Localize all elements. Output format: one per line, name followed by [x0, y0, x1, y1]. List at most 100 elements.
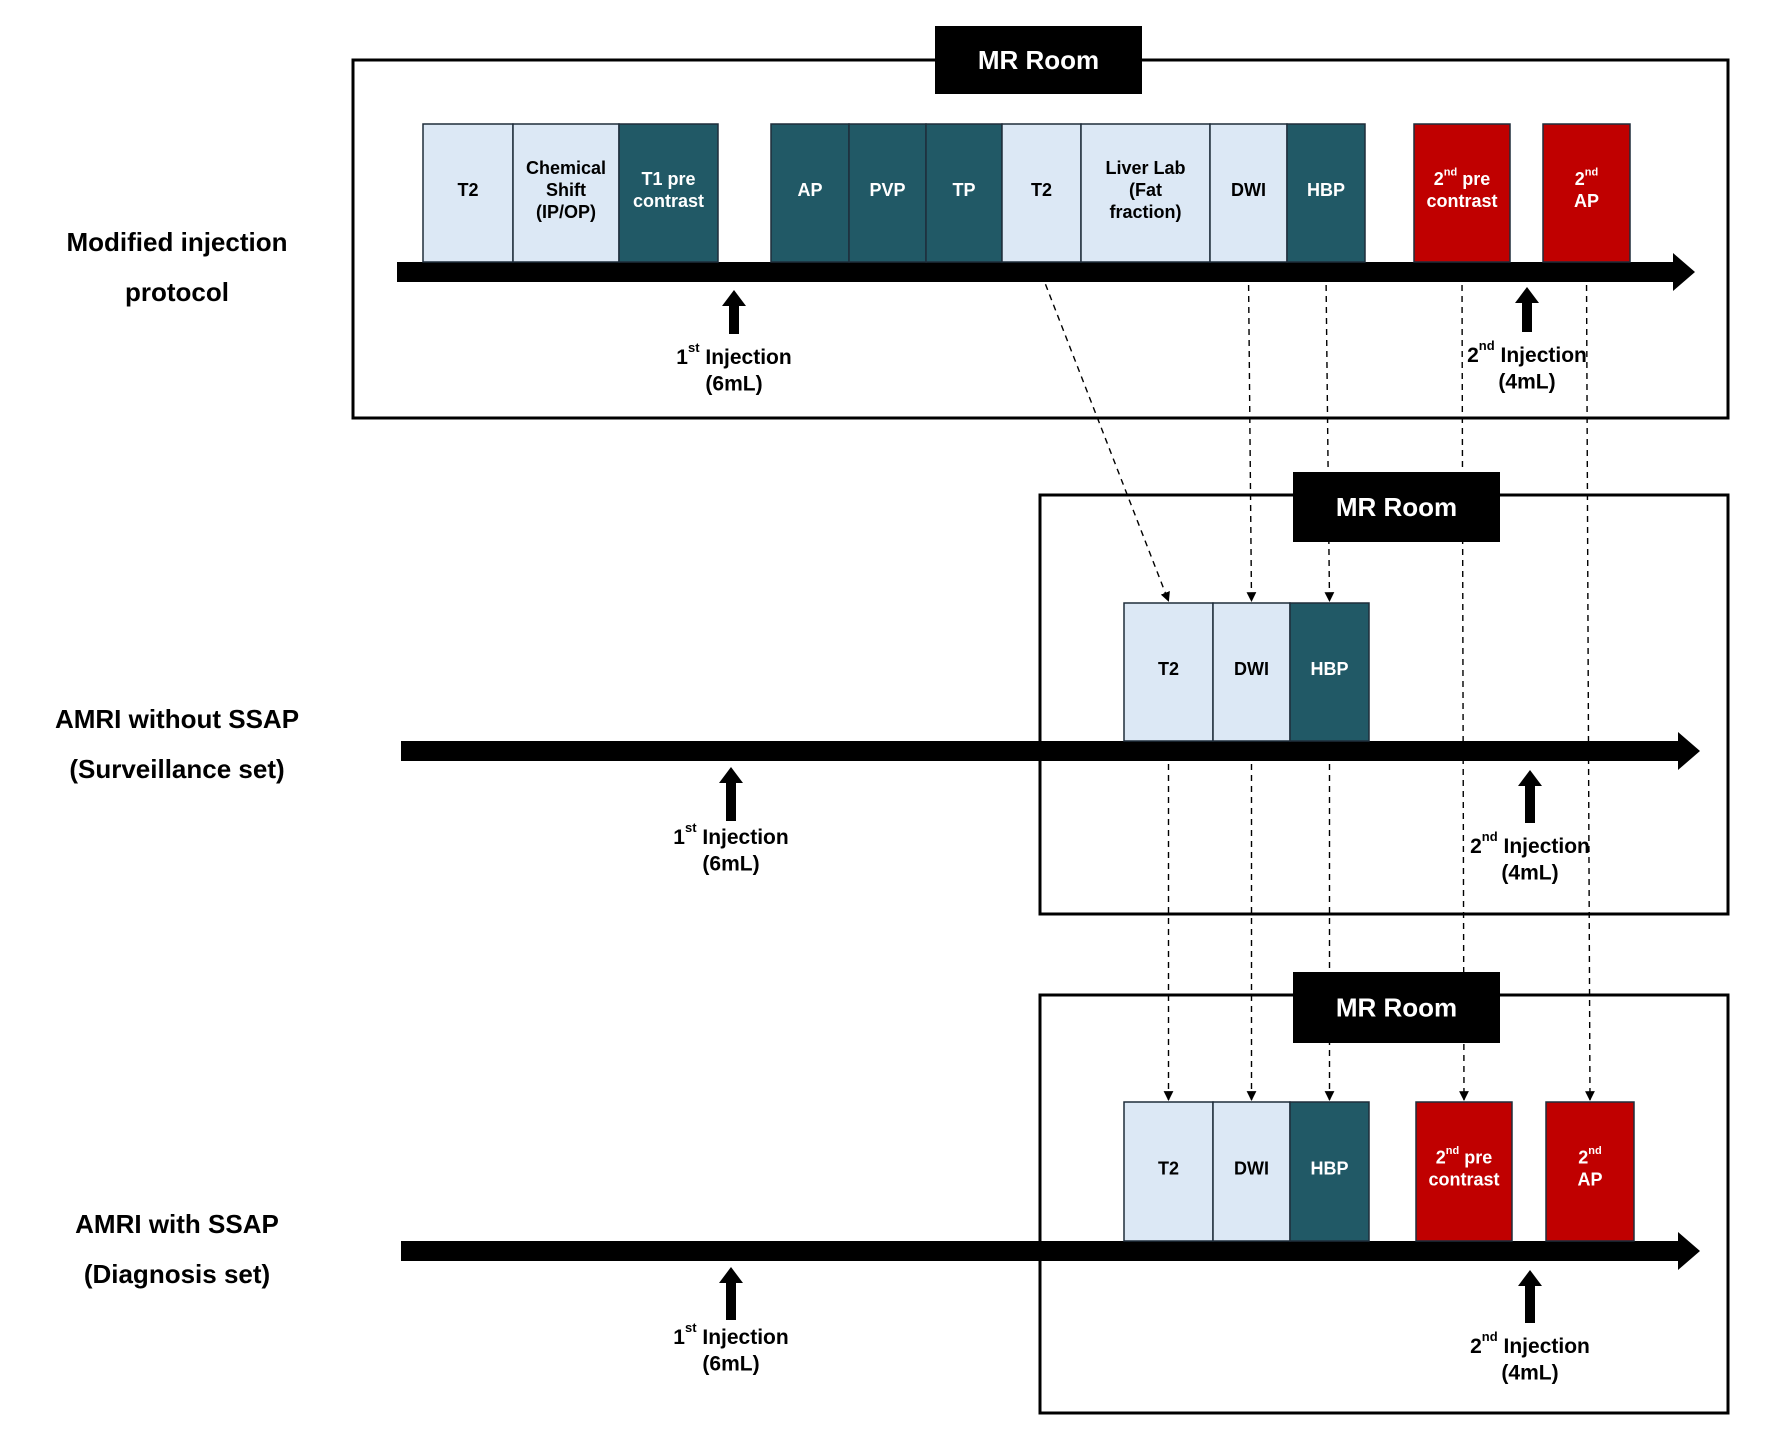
- sequence-label: HBP: [1310, 659, 1348, 679]
- injection-label: 1st Injection: [673, 1321, 788, 1349]
- sequence-label: PVP: [869, 180, 905, 200]
- injection-arrow-head: [719, 1267, 743, 1283]
- sequence-block-ap: AP: [770, 123, 850, 263]
- sequence-block-pvp: PVP: [848, 123, 927, 263]
- row-label: AMRI with SSAP: [75, 1209, 279, 1239]
- sequence-label: Shift: [546, 180, 586, 200]
- injection-dose: (4mL): [1501, 862, 1558, 885]
- sequence-label: AP: [797, 180, 822, 200]
- injection-inj2: 2nd Injection (4mL): [1467, 287, 1587, 394]
- injection-inj1: 1st Injection (6mL): [673, 1267, 789, 1376]
- timeline-bar: [397, 262, 1675, 282]
- sequence-block-fill: [1123, 602, 1214, 742]
- sequence-label: T2: [457, 180, 478, 200]
- injection-dose: (4mL): [1501, 1362, 1558, 1385]
- injection-arrow-shaft: [729, 304, 739, 334]
- injection-arrow-head: [1518, 1270, 1542, 1286]
- sequence-label: T2: [1031, 180, 1052, 200]
- mr-room-label: MR Room: [1336, 492, 1457, 522]
- sequence-block-fill: [1542, 123, 1631, 263]
- sequence-block-fill: [1415, 1101, 1513, 1242]
- sequence-block-fill: [1212, 602, 1291, 742]
- sequence-block-fill: [925, 123, 1003, 263]
- mr-room-label-box: [1293, 472, 1500, 542]
- sequence-block-pre2: 2nd pre contrast: [1413, 123, 1511, 263]
- sequence-block-tp: TP: [925, 123, 1003, 263]
- dashed-link-dwi-to-dwi: [1246, 273, 1257, 602]
- sequence-block-hbp: HBP: [1289, 1101, 1370, 1242]
- sequence-block-fill: [1123, 1101, 1214, 1242]
- injection-inj2: 2nd Injection (4mL): [1470, 770, 1590, 885]
- mr-room-label: MR Room: [1336, 992, 1457, 1022]
- sequence-label: HBP: [1307, 180, 1345, 200]
- sequence-block-fill: [1001, 123, 1082, 263]
- injection-label: 2nd Injection: [1470, 1330, 1590, 1358]
- sequence-block-t2: T2: [1123, 1101, 1214, 1242]
- injection-arrow-head: [719, 767, 743, 783]
- sequence-block-fill: [1212, 1101, 1291, 1242]
- sequence-block-fill: [512, 123, 620, 263]
- sequence-label: TP: [952, 180, 975, 200]
- sequence-block-dwi: DWI: [1212, 1101, 1291, 1242]
- injection-arrow-shaft: [1525, 784, 1535, 823]
- sequence-label: 2nd pre: [1434, 166, 1490, 188]
- sequence-label: contrast: [1428, 1169, 1499, 1189]
- row-label: (Diagnosis set): [84, 1259, 270, 1289]
- timeline-arrowhead: [1673, 253, 1695, 291]
- sequence-block-t2: T2: [1123, 602, 1214, 742]
- sequence-label: AP: [1574, 191, 1599, 211]
- sequence-label: DWI: [1234, 1158, 1269, 1178]
- injection-dose: (6mL): [705, 373, 762, 396]
- sequence-block-fill: [618, 123, 719, 263]
- sequence-block-hbp: HBP: [1289, 602, 1370, 742]
- sequence-block-dwi: DWI: [1212, 602, 1291, 742]
- injection-dose: (4mL): [1498, 371, 1555, 394]
- injection-dose: (6mL): [702, 853, 759, 876]
- sequence-block-hbp: HBP: [1286, 123, 1366, 263]
- injection-arrow-shaft: [726, 781, 736, 821]
- sequence-block-fill: [1286, 123, 1366, 263]
- sequence-block-dwi: DWI: [1209, 123, 1288, 263]
- sequence-label: T1 pre: [641, 169, 695, 189]
- row-label: AMRI without SSAP: [55, 704, 299, 734]
- sequence-label: 2nd pre: [1436, 1145, 1492, 1167]
- sequence-label: HBP: [1310, 1158, 1348, 1178]
- dashed-link-pre2-to-pre2: [1459, 273, 1469, 1101]
- sequence-label: DWI: [1231, 180, 1266, 200]
- injection-arrow-shaft: [726, 1281, 736, 1320]
- mr-room-label: MR Room: [978, 45, 1099, 75]
- row-label: (Surveillance set): [69, 754, 284, 784]
- injection-dose: (6mL): [702, 1353, 759, 1376]
- injection-arrow-shaft: [1525, 1284, 1535, 1323]
- sequence-label: T2: [1158, 1158, 1179, 1178]
- injection-inj2: 2nd Injection (4mL): [1470, 1270, 1590, 1385]
- sequence-block-t2b: T2: [1001, 123, 1082, 263]
- injection-label: 2nd Injection: [1467, 339, 1587, 367]
- timeline-bar: [401, 741, 1680, 761]
- sequence-block-fill: [1545, 1101, 1635, 1242]
- sequence-label: T2: [1158, 659, 1179, 679]
- sequence-block-fill: [1289, 1101, 1370, 1242]
- sequence-label: Chemical: [526, 158, 606, 178]
- dashed-link-t2b-to-t2: [1040, 273, 1170, 602]
- sequence-label: contrast: [1426, 191, 1497, 211]
- injection-label: 2nd Injection: [1470, 830, 1590, 858]
- mr-room-label-box: [935, 26, 1142, 94]
- mr-room-label-box: [1293, 972, 1500, 1043]
- sequence-label: 2nd: [1575, 166, 1598, 188]
- sequence-block-fill: [848, 123, 927, 263]
- injection-inj1: 1st Injection(6mL): [673, 767, 789, 876]
- sequence-label: Liver Lab: [1105, 158, 1185, 178]
- sequence-label: AP: [1577, 1169, 1602, 1189]
- sequence-label: contrast: [633, 191, 704, 211]
